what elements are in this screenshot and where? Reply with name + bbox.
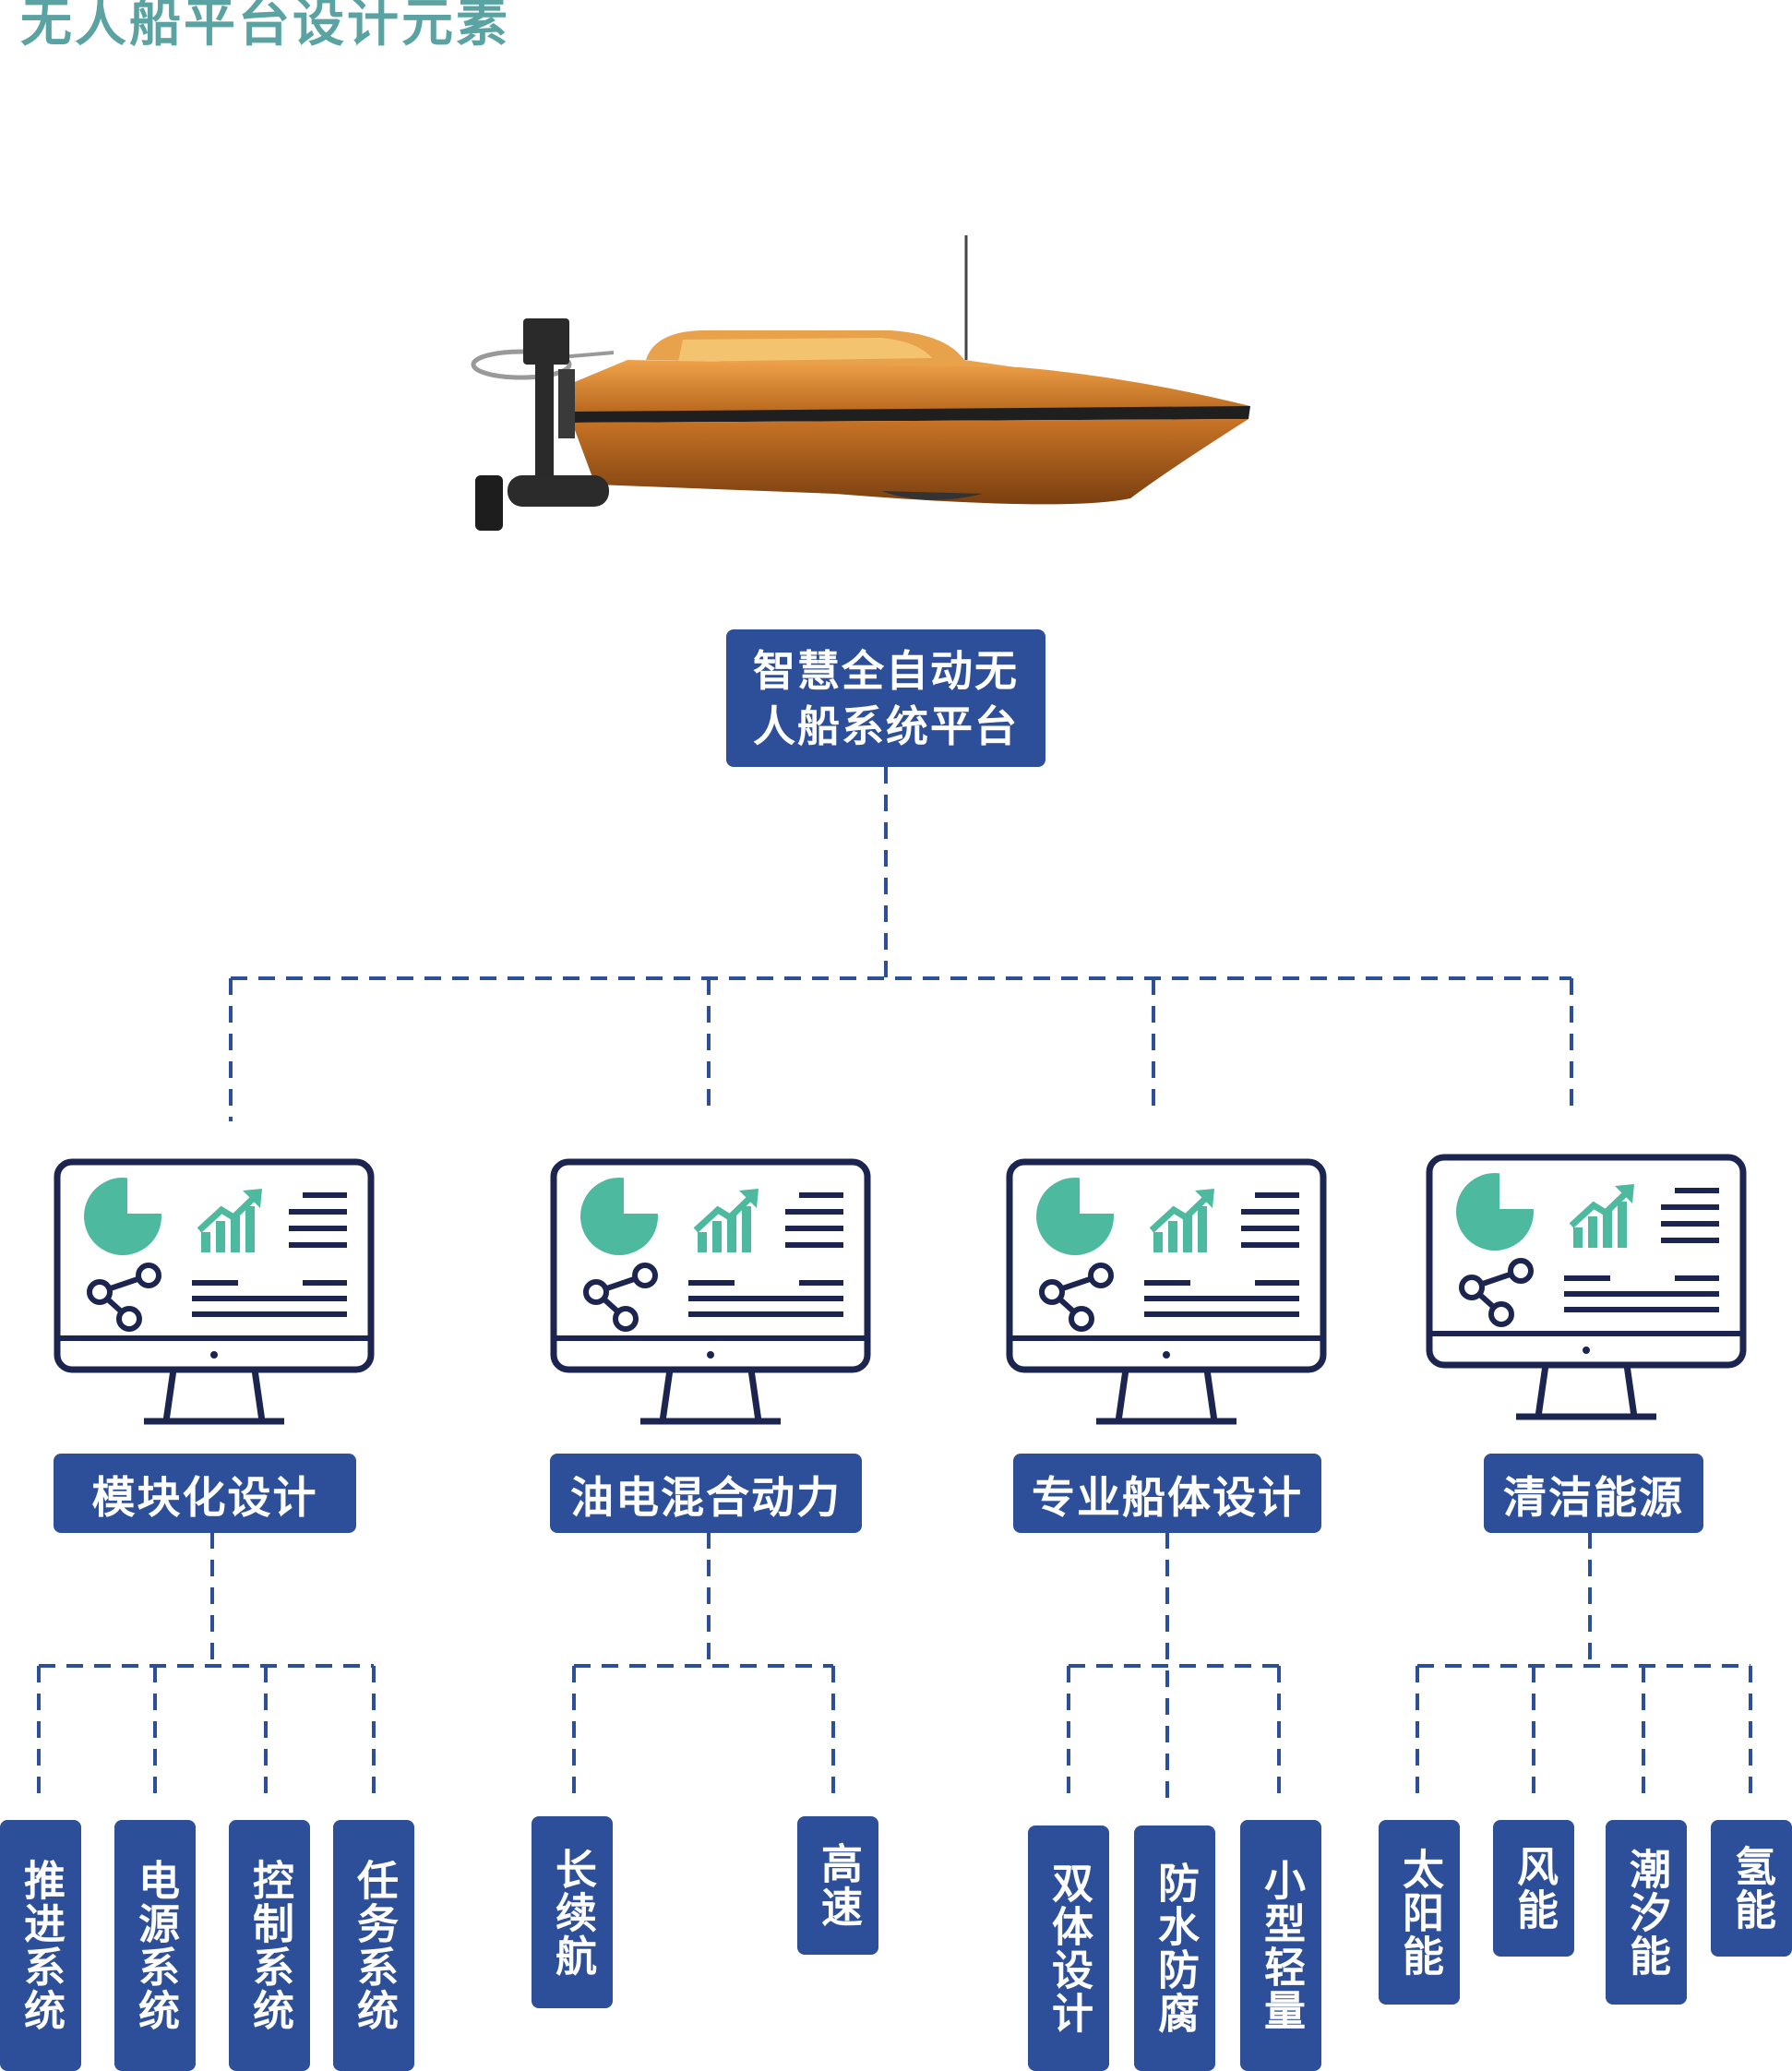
monitor-icon <box>550 1158 871 1426</box>
leaf-propulsion-system: 推进系统 <box>0 1820 81 2071</box>
monitor-icon <box>1426 1154 1747 1421</box>
share-icon <box>1459 1258 1534 1327</box>
category-hybrid-power: 油电混合动力 <box>550 1454 862 1533</box>
category-hull-design: 专业船体设计 <box>1013 1454 1321 1533</box>
text-lines-icon <box>192 1192 347 1317</box>
pie-chart-icon <box>84 1175 166 1255</box>
pie-chart-icon <box>1036 1175 1118 1255</box>
share-icon <box>583 1263 658 1332</box>
category-clean-energy: 清洁能源 <box>1484 1454 1703 1533</box>
bar-chart-icon <box>197 1189 262 1252</box>
text-lines-icon <box>688 1192 843 1317</box>
leaf-mission-system: 任务系统 <box>333 1820 414 2071</box>
leaf-control-system: 控制系统 <box>229 1820 310 2071</box>
leaf-solar-energy: 太阳能 <box>1379 1820 1460 2005</box>
leaf-catamaran-design: 双体设计 <box>1028 1826 1109 2071</box>
leaf-long-endurance: 长续航 <box>532 1816 613 2008</box>
pie-chart-icon <box>580 1175 663 1255</box>
leaf-power-system: 电源系统 <box>114 1820 196 2071</box>
leaf-high-speed: 高速 <box>797 1816 878 1955</box>
leaf-hydrogen-energy: 氢能 <box>1711 1820 1792 1957</box>
leaf-tidal-energy: 潮汐能 <box>1606 1820 1687 2005</box>
monitor-icon <box>1006 1158 1327 1426</box>
page-title: 无人船平台设计元素 <box>20 0 510 54</box>
bar-chart-icon <box>693 1189 759 1252</box>
share-icon <box>87 1263 161 1332</box>
leaf-waterproof-anticorrosion: 防水防腐 <box>1134 1826 1215 2071</box>
share-icon <box>1039 1263 1114 1332</box>
leaf-wind-energy: 风能 <box>1493 1820 1574 1957</box>
monitor-icon <box>54 1158 375 1426</box>
bar-chart-icon <box>1149 1189 1214 1252</box>
category-modular-design: 模块化设计 <box>54 1454 356 1533</box>
leaf-compact-lightweight: 小型轻量 <box>1240 1820 1321 2071</box>
bar-chart-icon <box>1569 1184 1634 1248</box>
pie-chart-icon <box>1456 1170 1538 1251</box>
root-node: 智慧全自动无人船系统平台 <box>726 629 1045 767</box>
text-lines-icon <box>1144 1192 1299 1317</box>
boat-illustration <box>471 235 1250 531</box>
text-lines-icon <box>1564 1188 1719 1312</box>
